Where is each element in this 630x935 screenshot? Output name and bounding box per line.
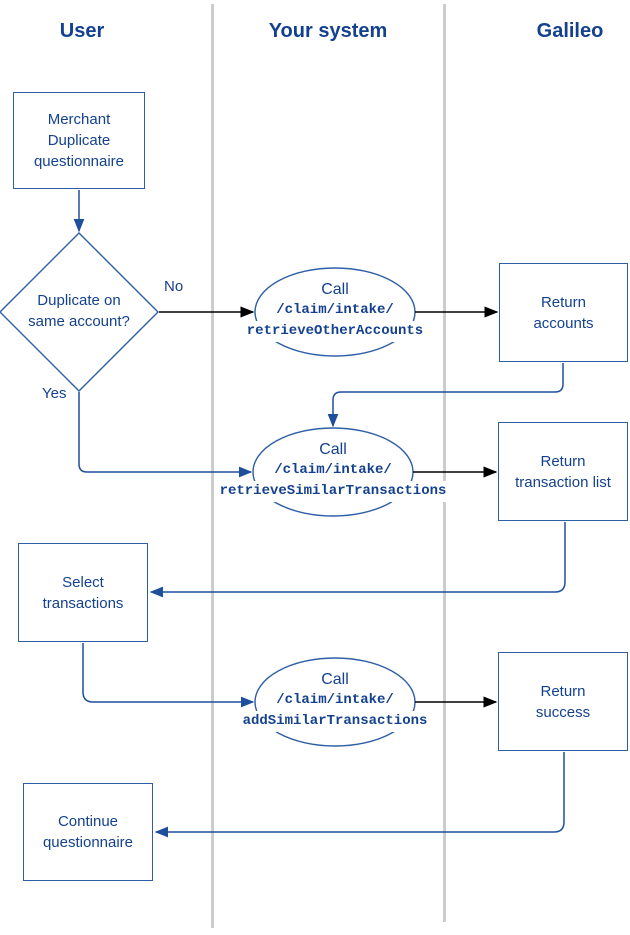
lane-divider-right xyxy=(443,4,446,922)
lane-title-your-system: Your system xyxy=(268,20,388,42)
node-return-success: Return success xyxy=(498,652,628,751)
call-label: Call xyxy=(321,671,349,688)
node-select-transactions: Select transactions xyxy=(18,543,148,642)
node-call-retrieve-similar-transactions: Call /claim/intake/ retrieveSimilarTrans… xyxy=(213,440,453,502)
edge-label-yes: Yes xyxy=(42,385,67,402)
call-label: Call xyxy=(321,281,349,298)
node-continue-questionnaire: Continue questionnaire xyxy=(23,783,153,881)
api-method: retrieveOtherAccounts xyxy=(244,321,426,342)
node-merchant-duplicate-questionnaire: Merchant Duplicate questionnaire xyxy=(13,92,145,189)
api-path: /claim/intake/ xyxy=(276,302,394,318)
node-call-retrieve-other-accounts: Call /claim/intake/ retrieveOtherAccount… xyxy=(220,280,450,342)
edge-return-accounts-to-call2 xyxy=(327,363,564,428)
api-path: /claim/intake/ xyxy=(276,692,394,708)
node-return-transaction-list: Return transaction list xyxy=(498,422,628,521)
api-method: retrieveSimilarTransactions xyxy=(217,481,449,502)
node-return-accounts: Return accounts xyxy=(499,263,628,362)
node-decision-duplicate-on-same-account: Duplicate on same account? xyxy=(28,292,130,330)
edge-return-success-to-continue-questionnaire xyxy=(154,752,565,838)
api-method: addSimilarTransactions xyxy=(240,711,430,732)
edge-label-no: No xyxy=(164,278,184,295)
lane-title-user: User xyxy=(59,20,105,42)
api-path: /claim/intake/ xyxy=(274,462,392,478)
node-call-add-similar-transactions: Call /claim/intake/ addSimilarTransactio… xyxy=(220,670,450,732)
lane-title-galileo: Galileo xyxy=(536,20,604,42)
call-label: Call xyxy=(319,441,347,458)
